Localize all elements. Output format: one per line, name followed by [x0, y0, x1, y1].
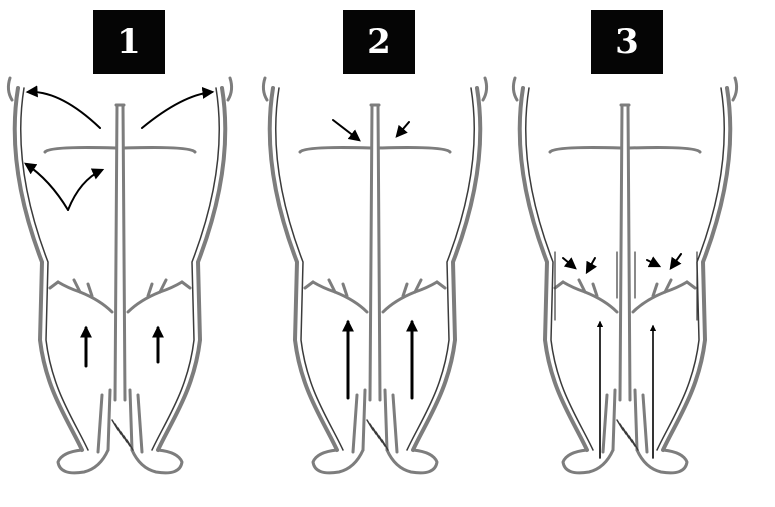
upper-ligament-right-3	[629, 148, 700, 153]
top-right-mark-3	[733, 78, 737, 100]
teat-canal-outer-2-1	[393, 395, 397, 452]
panel1-curved-arrow-top-right	[142, 92, 212, 128]
panel-label-2: 2	[343, 10, 415, 74]
teat-foot-2--1	[313, 450, 363, 473]
teat-canal-outer-3-1	[643, 395, 647, 452]
panel3-small-arrow-1	[563, 258, 575, 268]
teat-foot-1-1	[132, 450, 182, 473]
teat-canal-3--1	[613, 390, 615, 450]
panel3-small-arrow-2	[587, 258, 595, 272]
gland-twig-b-3-1	[687, 282, 695, 288]
gland-branch-2--1	[313, 282, 367, 312]
gland-branch-3--1	[563, 282, 617, 312]
teat-canal-1--1	[108, 390, 110, 450]
teat-foot-2-1	[387, 450, 437, 473]
teat-canal-2-1	[385, 390, 387, 450]
panel1-curved-arrow-top-left	[28, 92, 100, 128]
teat-canal-outer-3--1	[603, 395, 607, 452]
gland-twig-b-1-1	[182, 282, 190, 288]
top-left-mark-2	[263, 78, 267, 100]
upper-ligament-left-3	[550, 148, 621, 153]
panel2-diag-arrow-left	[333, 120, 359, 140]
teat-canal-3-1	[635, 390, 637, 450]
teat-foot-1--1	[58, 450, 108, 473]
teat-canal-outer-1--1	[98, 395, 102, 452]
top-right-mark-1	[228, 78, 232, 100]
upper-ligament-left-2	[300, 148, 371, 153]
panel-label-1: 1	[93, 10, 165, 74]
panel-label-3: 3	[591, 10, 663, 74]
panel2-diag-arrow-right	[397, 122, 409, 136]
top-left-mark-3	[513, 78, 517, 100]
panel1-curved-arrow-mid-left	[26, 164, 68, 210]
gland-twig-b-3--1	[555, 282, 563, 288]
gland-branch-1--1	[58, 282, 112, 312]
upper-ligament-right-2	[379, 148, 450, 153]
panel3-small-arrow-4	[671, 254, 681, 268]
gland-branch-2-1	[383, 282, 437, 312]
panel-3	[513, 78, 736, 473]
panel1-curved-arrow-mid-right	[68, 170, 102, 210]
teat-foot-3--1	[563, 450, 613, 473]
panel-1	[8, 78, 231, 473]
upper-ligament-left-1	[45, 148, 116, 153]
panel3-small-arrow-3	[647, 260, 659, 266]
teat-canal-outer-2--1	[353, 395, 357, 452]
gland-twig-b-2-1	[437, 282, 445, 288]
teat-canal-1-1	[130, 390, 132, 450]
teat-foot-3-1	[637, 450, 687, 473]
panel-2	[263, 78, 486, 473]
gland-twig-b-2--1	[305, 282, 313, 288]
teat-canal-outer-1-1	[138, 395, 142, 452]
upper-ligament-right-1	[124, 148, 195, 153]
gland-branch-1-1	[128, 282, 182, 312]
top-left-mark-1	[8, 78, 12, 100]
gland-branch-3-1	[633, 282, 687, 312]
teat-canal-2--1	[363, 390, 365, 450]
top-right-mark-2	[483, 78, 487, 100]
gland-twig-b-1--1	[50, 282, 58, 288]
